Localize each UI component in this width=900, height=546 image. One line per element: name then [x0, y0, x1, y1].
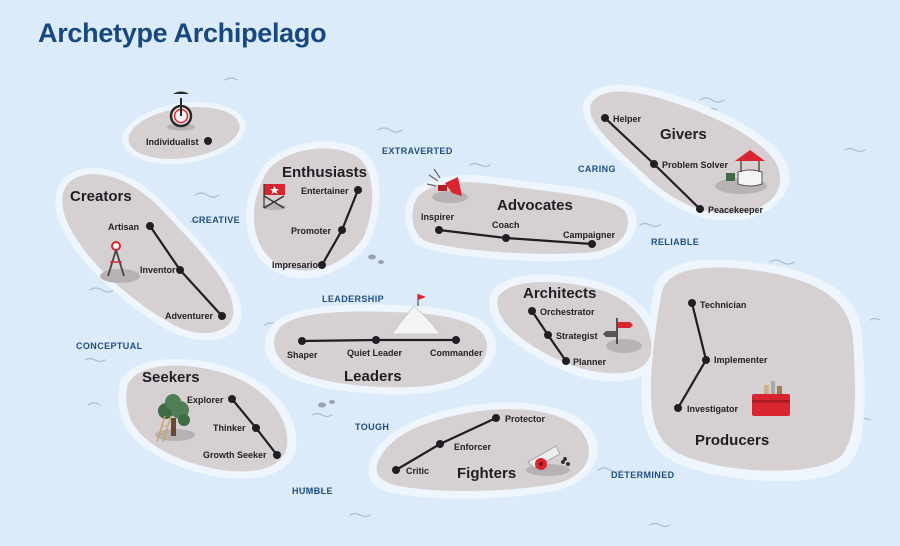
node-dot-promoter[interactable] — [338, 226, 346, 234]
megaphone-icon — [426, 168, 468, 203]
node-label: Critic — [406, 466, 429, 476]
trait-label: LEADERSHIP — [322, 294, 384, 304]
island-name-leaders: Leaders — [344, 368, 402, 385]
node-dot-strategist[interactable] — [544, 331, 552, 339]
node-label: Investigator — [687, 404, 739, 414]
node-dot-protector[interactable] — [492, 414, 500, 422]
island-name-enthusiasts: Enthusiasts — [282, 164, 367, 181]
node-dot-coach[interactable] — [502, 234, 510, 242]
island-name-creators: Creators — [70, 188, 132, 205]
node-label: Thinker — [213, 423, 246, 433]
node-label: Entertainer — [301, 186, 349, 196]
node-label: Quiet Leader — [347, 348, 403, 358]
tree-ladder-icon — [155, 394, 195, 443]
cannon-icon — [526, 445, 570, 476]
island-nodes — [146, 114, 710, 474]
node-dot-inventor[interactable] — [176, 266, 184, 274]
node-label: Individualist — [146, 137, 199, 147]
wishing-well-icon — [715, 150, 767, 194]
island-name-seekers: Seekers — [142, 369, 200, 386]
flag-hill-icon — [391, 294, 441, 335]
node-dot-explorer[interactable] — [228, 395, 236, 403]
node-dot-artisan[interactable] — [146, 222, 154, 230]
node-dot-planner[interactable] — [562, 357, 570, 365]
trait-label: HUMBLE — [292, 486, 333, 496]
director-chair-icon — [262, 184, 286, 210]
island-name-givers: Givers — [660, 126, 707, 143]
node-label: Enforcer — [454, 442, 492, 452]
island-names: Creators Enthusiasts Advocates Givers Le… — [70, 126, 769, 482]
trait-label: CREATIVE — [192, 215, 240, 225]
node-label: Campaigner — [563, 230, 616, 240]
node-dot-peacekeeper[interactable] — [696, 205, 704, 213]
node-dot-problem-solver[interactable] — [650, 160, 658, 168]
node-dot-investigator[interactable] — [674, 404, 682, 412]
node-dot-campaigner[interactable] — [588, 240, 596, 248]
node-label: Protector — [505, 414, 546, 424]
trait-label: CARING — [578, 164, 616, 174]
node-label: Promoter — [291, 226, 332, 236]
node-label: Inspirer — [421, 212, 455, 222]
trait-labels: EXTRAVERTED CARING CREATIVE RELIABLE LEA… — [76, 146, 699, 496]
node-label: Shaper — [287, 350, 318, 360]
node-label: Artisan — [108, 222, 139, 232]
node-dot-thinker[interactable] — [252, 424, 260, 432]
island-name-architects: Architects — [523, 285, 596, 302]
trait-label: EXTRAVERTED — [382, 146, 453, 156]
node-label: Orchestrator — [540, 307, 595, 317]
trait-label: TOUGH — [355, 422, 389, 432]
node-dot-impresario[interactable] — [318, 261, 326, 269]
node-dot-commander[interactable] — [452, 336, 460, 344]
node-labels: Individualist Artisan Inventor Adventure… — [108, 114, 768, 476]
node-label: Inventor — [140, 265, 176, 275]
signpost-icon — [603, 318, 642, 353]
node-label: Helper — [613, 114, 642, 124]
node-label: Planner — [573, 357, 607, 367]
island-name-advocates: Advocates — [497, 197, 573, 214]
island-bodies — [62, 91, 856, 492]
compass-icon — [100, 241, 140, 283]
node-dot-critic[interactable] — [392, 466, 400, 474]
node-dot-shaper[interactable] — [298, 337, 306, 345]
node-dot-individualist[interactable] — [204, 137, 212, 145]
node-dot-implementer[interactable] — [702, 356, 710, 364]
island-name-producers: Producers — [695, 432, 769, 449]
toolbox-icon — [752, 381, 790, 416]
stepping-stones — [318, 254, 384, 408]
node-dot-entertainer[interactable] — [354, 186, 362, 194]
node-label: Strategist — [556, 331, 598, 341]
node-label: Impresario — [272, 260, 319, 270]
node-label: Technician — [700, 300, 746, 310]
page-title: Archetype Archipelago — [38, 18, 327, 48]
node-dot-technician[interactable] — [688, 299, 696, 307]
trait-label: RELIABLE — [651, 237, 699, 247]
node-label: Adventurer — [165, 311, 214, 321]
node-label: Coach — [492, 220, 520, 230]
node-dot-quiet-leader[interactable] — [372, 336, 380, 344]
node-label: Explorer — [187, 395, 224, 405]
node-label: Problem Solver — [662, 160, 729, 170]
node-dot-helper[interactable] — [601, 114, 609, 122]
trait-label: DETERMINED — [611, 470, 675, 480]
node-dot-enforcer[interactable] — [436, 440, 444, 448]
node-label: Peacekeeper — [708, 205, 764, 215]
node-label: Implementer — [714, 355, 768, 365]
node-dot-adventurer[interactable] — [218, 312, 226, 320]
island-name-fighters: Fighters — [457, 465, 516, 482]
unicycle-icon — [167, 91, 195, 131]
node-dot-orchestrator[interactable] — [528, 307, 536, 315]
node-label: Growth Seeker — [203, 450, 267, 460]
node-label: Commander — [430, 348, 483, 358]
node-dot-growth-seeker[interactable] — [273, 451, 281, 459]
node-dot-inspirer[interactable] — [435, 226, 443, 234]
trait-label: CONCEPTUAL — [76, 341, 143, 351]
